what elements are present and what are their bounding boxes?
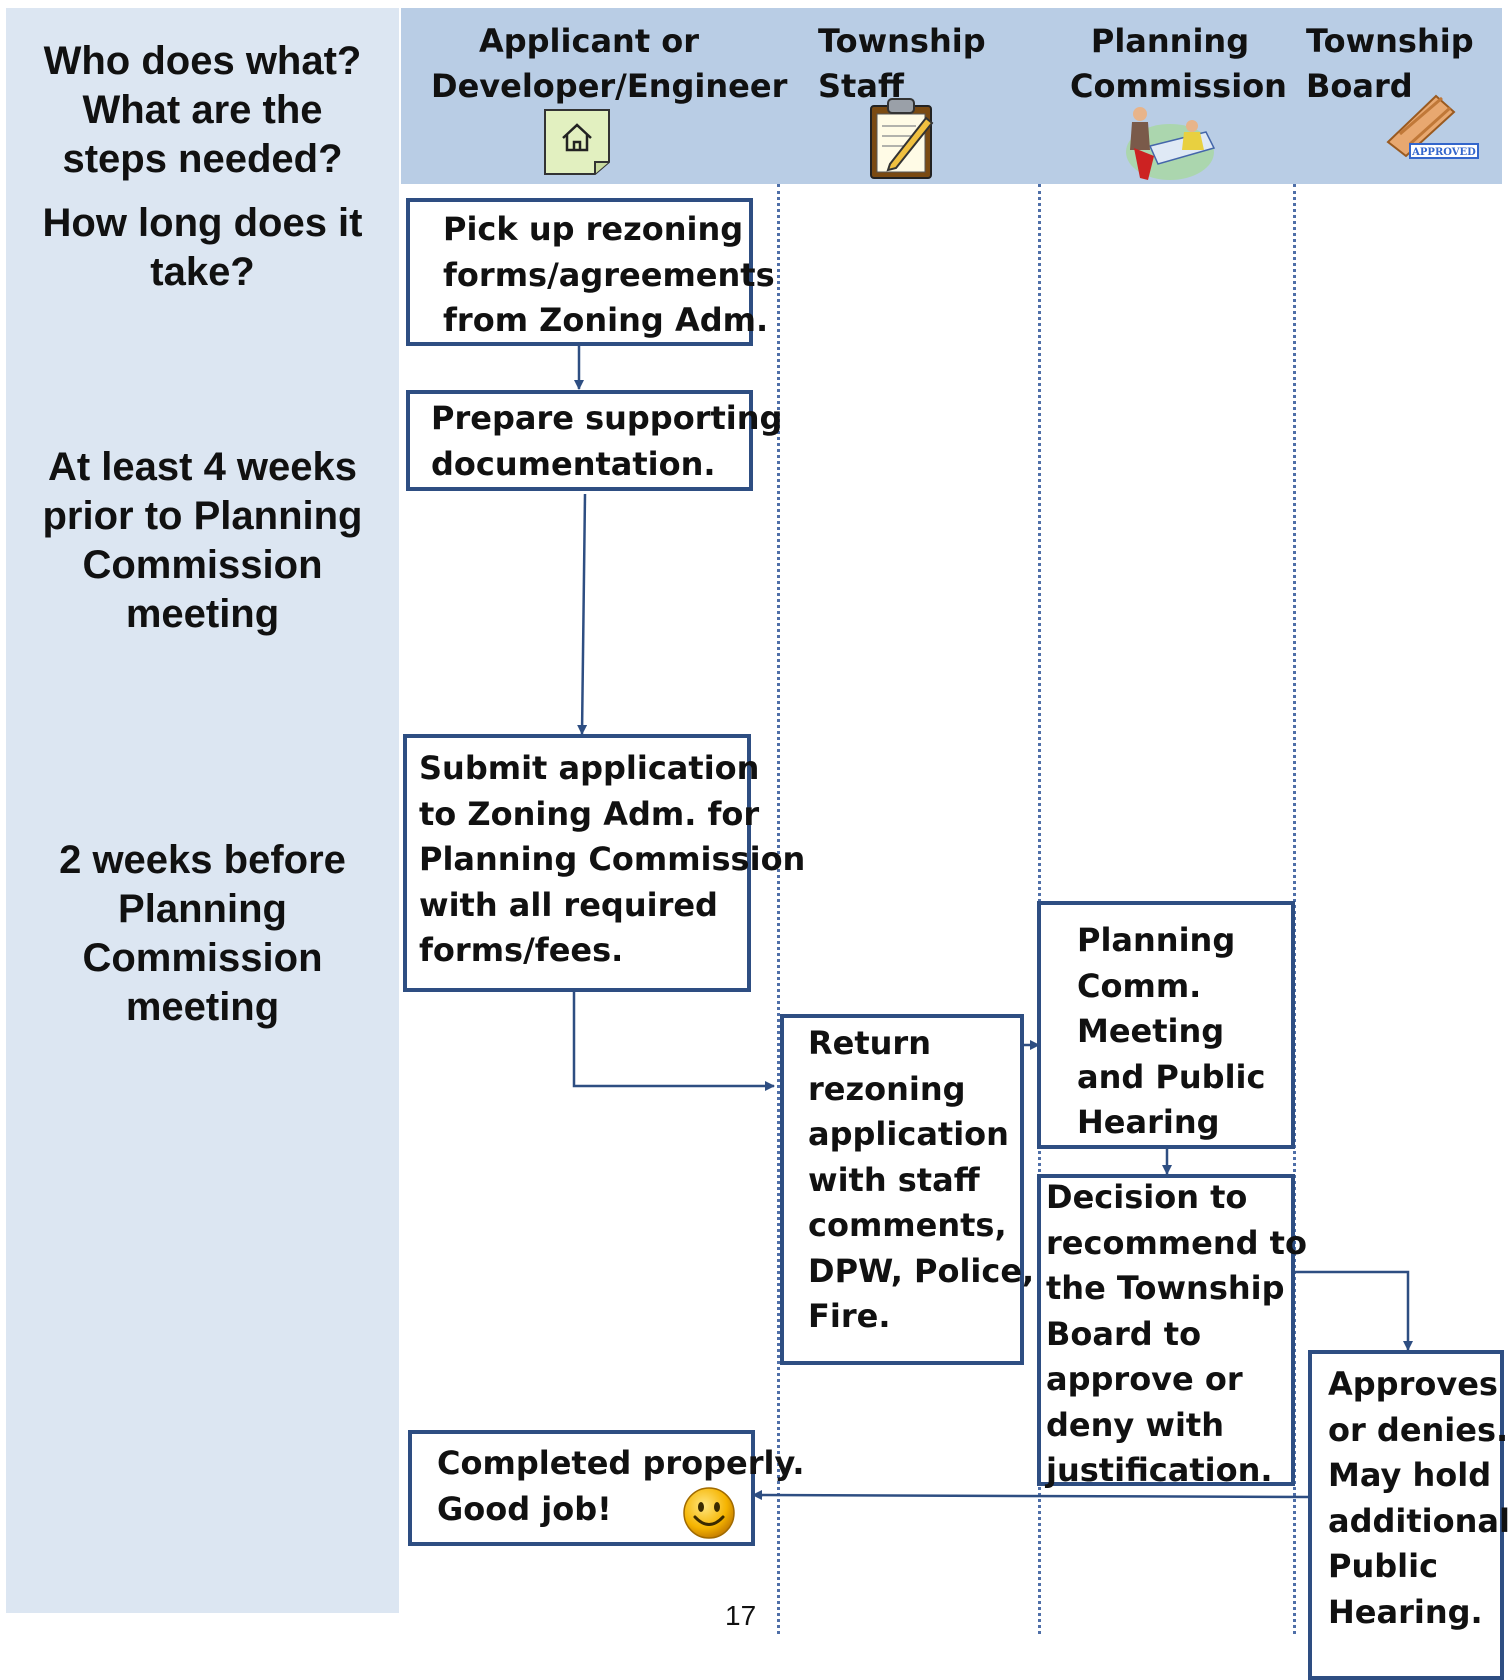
arrow-submit-to-return [572,992,775,1091]
who-does-what-question: Who does what? What are the steps needed… [43,39,362,181]
smiley-icon [683,1487,735,1539]
step-decision-recommend-text: Decision to recommend to the Township Bo… [1046,1178,1307,1489]
step-decision-recommend [1037,1174,1295,1486]
timing-sidebar [6,8,399,1613]
step-pickup-forms-text: Pick up rezoning forms/agreements from Z… [443,210,775,339]
page-number: 17 [725,1600,757,1631]
step-planning-meeting [1037,901,1295,1149]
lane-divider-staff [777,184,780,1634]
how-long-question: How long does it take? [42,201,363,294]
step-pickup-forms [406,198,753,346]
step-return-application-text: Return rezoning application with staff c… [808,1024,1035,1335]
step-board-approves-text: Approves or denies. May hold additional … [1328,1365,1510,1631]
clipboard-icon [870,98,934,179]
lane-title-board: Township Board [1306,22,1474,105]
meeting-icon [1126,107,1216,180]
step-completed-text: Completed properly. Good job! [437,1444,805,1528]
stamp-text: APPROVED [1411,147,1476,158]
step-prepare-documentation [406,390,753,491]
step-submit-application-text: Submit application to Zoning Adm. for Pl… [419,749,806,969]
step-planning-meeting-text: Planning Comm. Meeting and Public Hearin… [1077,921,1266,1141]
arrow-prepare-to-submit [577,493,588,735]
lane-title-planning: Planning Commission [1070,22,1287,105]
step-board-approves [1308,1350,1504,1680]
timing-4-weeks-label: At least 4 weeks prior to Planning Commi… [42,445,363,636]
step-return-application [780,1014,1024,1365]
approved-stamp-icon: APPROVED [1386,94,1479,159]
arrow-board-to-completed [752,1490,1311,1501]
house-note-icon [544,109,610,175]
timing-2-weeks-label: 2 weeks before Planning Commission meeti… [59,838,346,1029]
step-prepare-documentation-text: Prepare supporting documentation. [431,399,783,483]
step-submit-application [403,734,751,992]
arrow-decision-to-board [1295,1270,1413,1351]
lane-title-applicant: Applicant or Developer/Engineer [431,22,788,105]
